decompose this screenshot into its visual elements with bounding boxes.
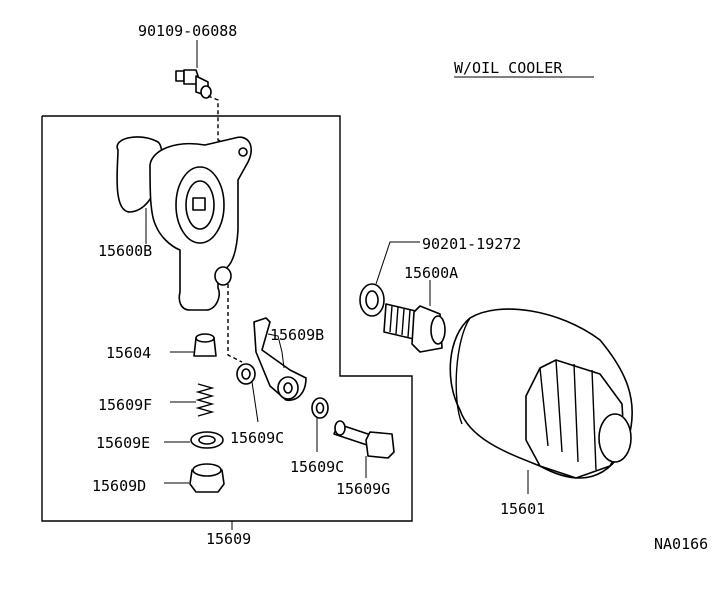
gasket-label: 90201-19272 [422, 235, 521, 253]
relief-valve [170, 333, 217, 357]
diagram-title: W/OIL COOLER [454, 59, 563, 77]
union [383, 280, 446, 353]
washer-label: 15609E [96, 434, 150, 452]
union-label: 15600A [404, 264, 458, 282]
oil-filter-label: 15601 [500, 500, 545, 518]
drain-bolt [175, 69, 212, 99]
gasket-c-left [236, 363, 256, 385]
gasket-c-right [311, 397, 329, 419]
cooler-body [116, 136, 252, 311]
plug [164, 463, 225, 493]
spring [170, 383, 215, 417]
drain-bolt-label: 90109-06088 [138, 22, 237, 40]
relief-valve-label: 15604 [106, 344, 151, 362]
spring-label: 15609F [98, 396, 152, 414]
gasket-c-right-label: 15609C [290, 458, 344, 476]
cooler-body-label: 15600B [98, 242, 152, 260]
gasket-c-left-label: 15609C [230, 429, 284, 447]
union-bolt-label: 15609G [336, 480, 390, 498]
pipe [253, 317, 307, 402]
oil-filter [449, 308, 633, 494]
washer [164, 431, 224, 449]
drawing-number: NA0166 [654, 535, 708, 553]
pipe-label: 15609B [270, 326, 324, 344]
plug-label: 15609D [92, 477, 146, 495]
gasket [359, 241, 420, 317]
assembly-label: 15609 [206, 530, 251, 548]
assembly-frame [41, 115, 413, 522]
union-bolt [333, 420, 395, 478]
